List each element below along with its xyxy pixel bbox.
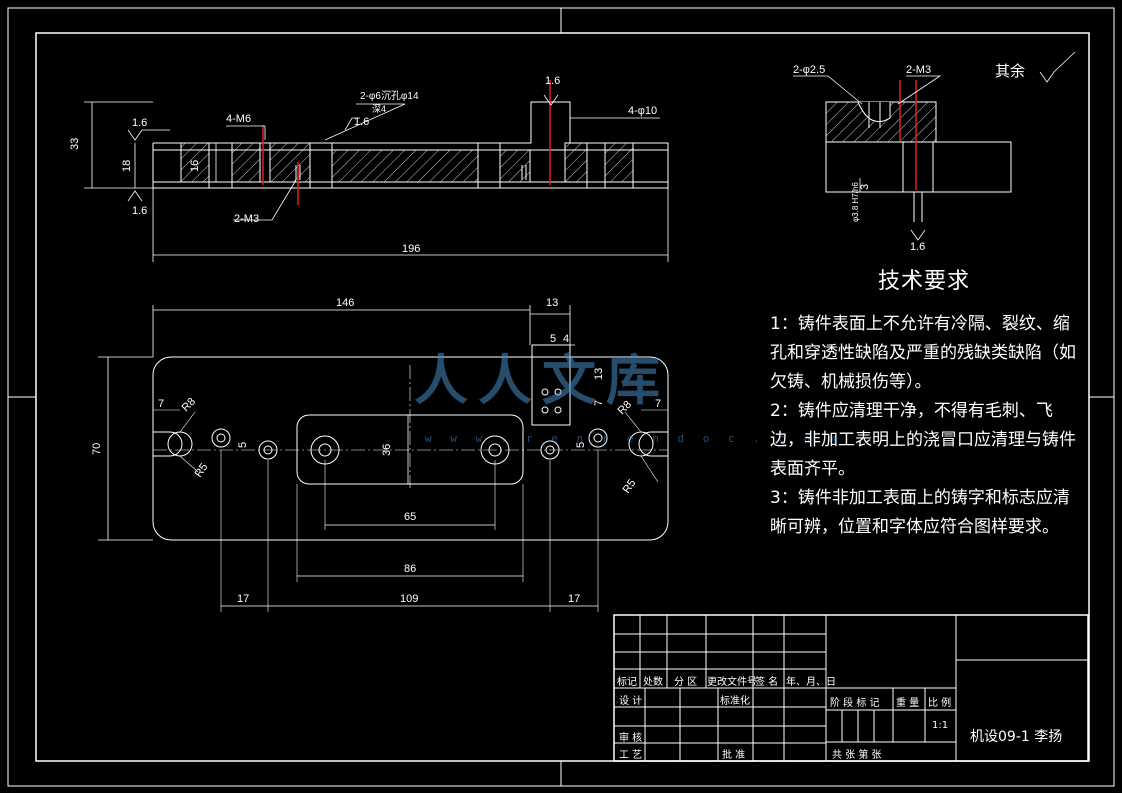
tb-standard: 标准化 [720, 696, 750, 707]
dim-5: 5 [550, 333, 556, 345]
tech-item-3: 3：铸件非加工表面上的铸字和标志应清晰可辨，位置和字体应符合图样要求。 [770, 488, 1070, 537]
radius-r5-left: R5 [193, 461, 211, 479]
dim-70: 70 [91, 443, 103, 455]
dim-13-vertical: 13 [593, 368, 605, 380]
other-roughness-note: 其余 [995, 62, 1026, 80]
dim-13: 13 [546, 297, 558, 309]
tb-sign: 签 名 [755, 677, 779, 688]
dim-109: 109 [400, 593, 418, 605]
tb-design: 设 计 [619, 696, 643, 707]
tech-item-1: 1：铸件表面上不允许有冷隔、裂纹、缩孔和穿透性缺陷及严重的残缺类缺陷（如欠铸、机… [770, 314, 1076, 392]
tb-approve: 批 准 [722, 750, 746, 761]
watermark-url: w w w . r e n r e n d o c . c o m [425, 432, 842, 445]
roughness-right: 1.6 [545, 75, 560, 87]
radius-r8-left: R8 [180, 396, 198, 414]
dim-36: 36 [381, 444, 393, 456]
dim-18: 18 [121, 160, 133, 172]
plan-view [98, 305, 669, 612]
dim-86: 86 [404, 563, 416, 575]
label-4-phi10: 4-φ10 [628, 105, 657, 117]
tb-scale: 1:1 [932, 720, 949, 731]
roughness-bottom: 1.6 [132, 205, 147, 217]
roughness-top: 1.6 [132, 117, 147, 129]
tb-change-doc: 更改文件号 [707, 677, 757, 688]
dim-7-right: 7 [655, 398, 661, 410]
tb-weight: 重 量 [896, 698, 920, 709]
tb-stage: 阶 段 标 记 [830, 698, 880, 709]
dim-4: 4 [563, 333, 569, 345]
roughness-detail: 1.6 [910, 241, 925, 253]
dim-17-left: 17 [237, 593, 249, 605]
tech-requirements-title: 技术要求 [878, 269, 971, 294]
tb-mark: 标记 [617, 677, 637, 688]
tech-item-2: 2：铸件应清理干净，不得有毛刺、飞边，非加工表明上的浇冒口应清理与铸件表面齐平。 [770, 401, 1076, 479]
dim-146: 146 [336, 297, 354, 309]
tb-sheets: 共 张 第 张 [832, 750, 882, 761]
dim-33: 33 [69, 138, 81, 150]
tb-craft: 工 艺 [619, 750, 643, 761]
tb-zone: 分 区 [674, 677, 698, 688]
dim-5-right: 5 [575, 442, 587, 448]
detail-view-labels: 2-φ2.5 2-M3 3 φ3.8 H7/h6 1.6 [793, 64, 931, 253]
label-counterbore-depth: 深4 [372, 104, 386, 114]
dim-17-right: 17 [568, 593, 580, 605]
dim-7-vertical: 7 [593, 400, 605, 406]
label-counterbore: 2-φ6沉孔φ14 [360, 89, 419, 102]
dim-3-detail: 3 [859, 184, 871, 190]
tb-scale-label: 比 例 [928, 698, 952, 709]
title-block [613, 614, 1089, 762]
tb-count: 处数 [643, 677, 663, 688]
dim-7-left: 7 [158, 398, 164, 410]
roughness-mid: 1.6 [354, 116, 369, 128]
dim-65: 65 [404, 511, 416, 523]
section-view [84, 80, 669, 262]
section-view-labels: 33 18 16 196 1.6 1.6 1.6 1.6 4-M6 2-φ6沉孔… [69, 75, 657, 255]
tb-review: 审 核 [619, 733, 643, 744]
dim-5-left: 5 [237, 442, 249, 448]
tb-date: 年、月、日 [786, 677, 836, 688]
label-2-phi2-5: 2-φ2.5 [793, 64, 825, 76]
label-2-m3: 2-M3 [234, 213, 259, 225]
label-4-m6: 4-M6 [226, 113, 251, 125]
label-2-m3-detail: 2-M3 [906, 64, 931, 76]
watermark: 人人文库 [414, 348, 670, 412]
dim-16: 16 [189, 160, 201, 172]
radius-r5-right: R5 [621, 477, 639, 495]
dim-196: 196 [402, 243, 420, 255]
detail-view [793, 51, 1076, 241]
dim-3-8-fit: φ3.8 H7/h6 [851, 182, 860, 222]
tb-drawing-name: 机设09-1 李扬 [970, 729, 1063, 745]
tech-requirements-body: 1：铸件表面上不允许有冷隔、裂纹、缩孔和穿透性缺陷及严重的残缺类缺陷（如欠铸、机… [770, 310, 1080, 542]
